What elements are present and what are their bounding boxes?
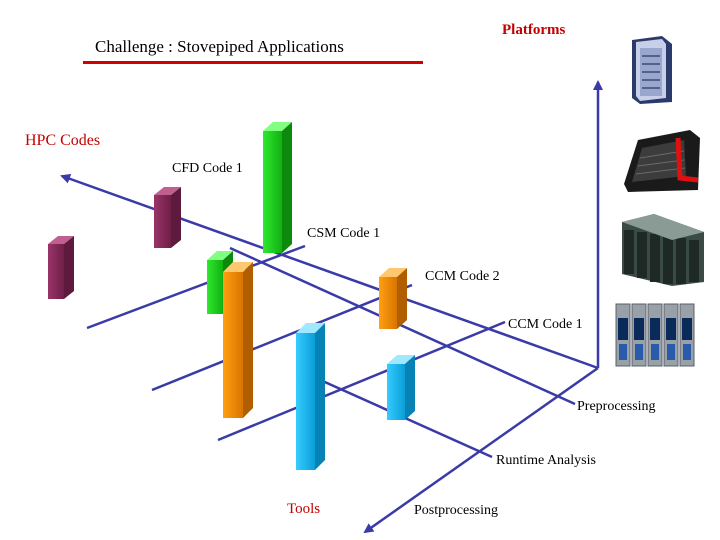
grid-line-csm: [86, 244, 306, 330]
grid-line-pre: [229, 246, 576, 406]
axis-lines: [60, 80, 603, 534]
tools-axis-label: Tools: [287, 501, 321, 517]
code-label-ccm-1: CCM Code 1: [508, 317, 583, 332]
bar-cyan-small: [387, 355, 415, 420]
tool-label-postprocessing: Postprocessing: [414, 503, 498, 518]
bar-purple-back: [48, 236, 74, 299]
title-underline: [83, 61, 423, 64]
tool-label-runtime-analysis: Runtime Analysis: [496, 453, 596, 468]
bar-orange-ccm2: [379, 268, 407, 329]
page-title: Challenge : Stovepiped Applications: [95, 37, 344, 56]
stovepipe-bars: [48, 122, 415, 470]
code-label-csm-1: CSM Code 1: [307, 226, 381, 241]
tool-label-preprocessing: Preprocessing: [577, 399, 656, 414]
bar-orange-tall: [223, 262, 253, 418]
code-label-ccm-2: CCM Code 2: [425, 269, 500, 284]
grid-line-ccm1: [217, 320, 506, 442]
server-array-icon: [614, 300, 698, 368]
hpc-codes-axis: [60, 173, 599, 370]
bar-purple-cfd: [154, 187, 181, 248]
grid-line-ccm2: [151, 283, 413, 392]
tools-axis: [363, 366, 599, 534]
platforms-axis-label: Platforms: [502, 22, 566, 38]
cluster-icon: [622, 214, 704, 286]
code-label-cfd-1: CFD Code 1: [172, 161, 243, 176]
bar-green-csm: [263, 122, 292, 253]
hpc-codes-axis-label: HPC Codes: [25, 132, 101, 149]
server-tower-icon: [632, 36, 672, 104]
bar-cyan-tall: [296, 323, 325, 470]
server-rack-icon: [624, 130, 700, 192]
